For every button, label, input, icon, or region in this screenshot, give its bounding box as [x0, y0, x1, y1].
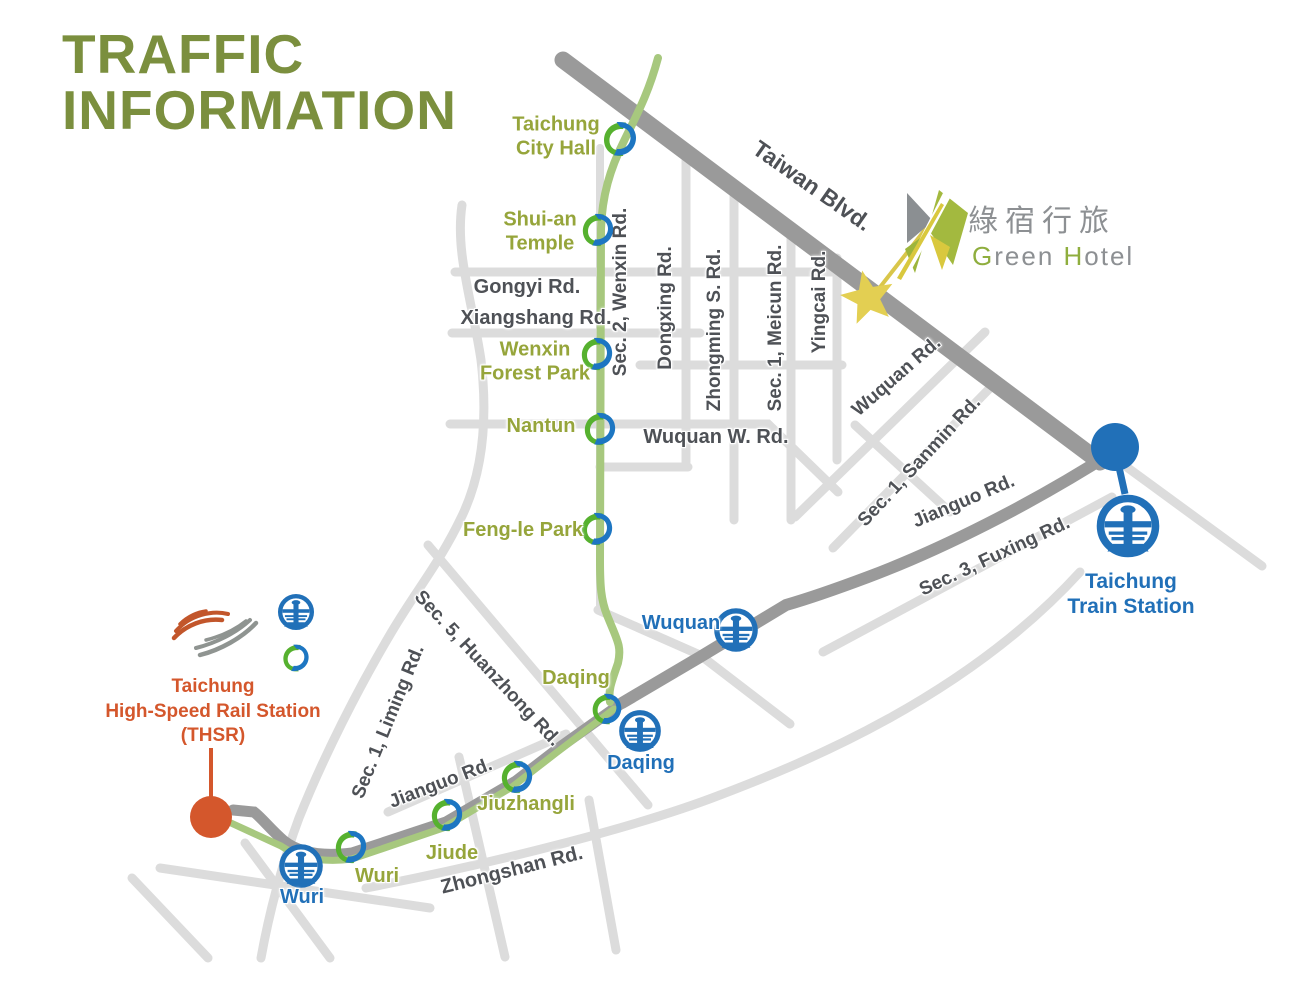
- hotel-name-english-part: otel: [1084, 241, 1135, 271]
- page-title-line1: TRAFFIC: [62, 23, 305, 85]
- mrt-green-line-southwest: [227, 705, 618, 864]
- thsr-logo-icon: [170, 607, 262, 659]
- hotel-location-star-icon: [832, 262, 903, 333]
- page-title: TRAFFIC INFORMATION: [62, 26, 457, 138]
- mrt-logo-icon-taichung-city-hall: [601, 120, 639, 158]
- tra-logo-icon-taichung-train-station: [1095, 493, 1161, 559]
- green-hotel-logo-icon: [893, 185, 973, 280]
- hotel-name-english: Green Hotel: [972, 241, 1152, 272]
- road-label-wuquan-w-rd-: Wuquan W. Rd.: [643, 426, 789, 449]
- tra-station-label-daqing: Daqing: [607, 752, 675, 775]
- road-label-gongyi-rd-: Gongyi Rd.: [473, 276, 581, 299]
- railway-line-southwest: [227, 697, 628, 860]
- hotel-name-chinese: 綠宿行旅: [968, 205, 1116, 238]
- hotel-name-english-part: G: [972, 241, 995, 271]
- mrt-station-label-jiuzhangli: Jiuzhangli: [477, 793, 575, 816]
- train-station-dot: [1091, 423, 1139, 471]
- road-label-dongxing-rd-: Dongxing Rd.: [654, 246, 676, 370]
- railway-line-northeast: [616, 446, 1119, 709]
- mrt-logo-icon-wuri: [333, 829, 369, 865]
- minor-roads: [127, 144, 1267, 963]
- page-title-line2: INFORMATION: [62, 79, 457, 142]
- mrt-station-label-wuri: Wuri: [354, 865, 400, 888]
- mrt-station-label-jiude: Jiude: [425, 842, 479, 865]
- road-label-yingcai-rd-: Yingcai Rd.: [808, 250, 830, 354]
- mrt-logo-icon-jiuzhangli: [499, 759, 535, 795]
- tra-station-label-wuquan: Wuquan: [641, 612, 721, 635]
- thsr-station-dot: [190, 796, 232, 838]
- mrt-logo-icon-nantun: [582, 411, 618, 447]
- hotel-name-english-part: reen: [994, 241, 1064, 271]
- mrt-logo-icon-jiude: [429, 797, 465, 833]
- tra-logo-icon-daqing: [618, 709, 662, 753]
- road-label-xiangshang-rd-: Xiangshang Rd.: [460, 307, 612, 330]
- taiwan-blvd-road: [554, 51, 1109, 471]
- mrt-station-label-daqing: Daqing: [542, 667, 610, 690]
- star-pointer-line: [875, 220, 933, 293]
- tra-logo-icon-wuri: [278, 843, 324, 889]
- tra-station-label-wuri: Wuri: [279, 886, 325, 909]
- mrt-logo-icon-feng-le-park: [579, 511, 615, 547]
- tra-logo-icon-thsr-legend: [277, 593, 315, 631]
- mrt-station-label-feng-le-park: Feng-le Park: [462, 519, 584, 542]
- hotel-name-english-part: H: [1063, 241, 1085, 271]
- road-label-sec-1-meicun-rd-: Sec. 1, Meicun Rd.: [764, 244, 786, 412]
- mrt-logo-icon-thsr-legend: [281, 643, 311, 673]
- road-label-zhongming-s-rd-: Zhongming S. Rd.: [703, 248, 725, 412]
- mrt-logo-icon-shui-an-temple: [580, 212, 616, 248]
- mrt-station-label-nantun: Nantun: [506, 415, 576, 438]
